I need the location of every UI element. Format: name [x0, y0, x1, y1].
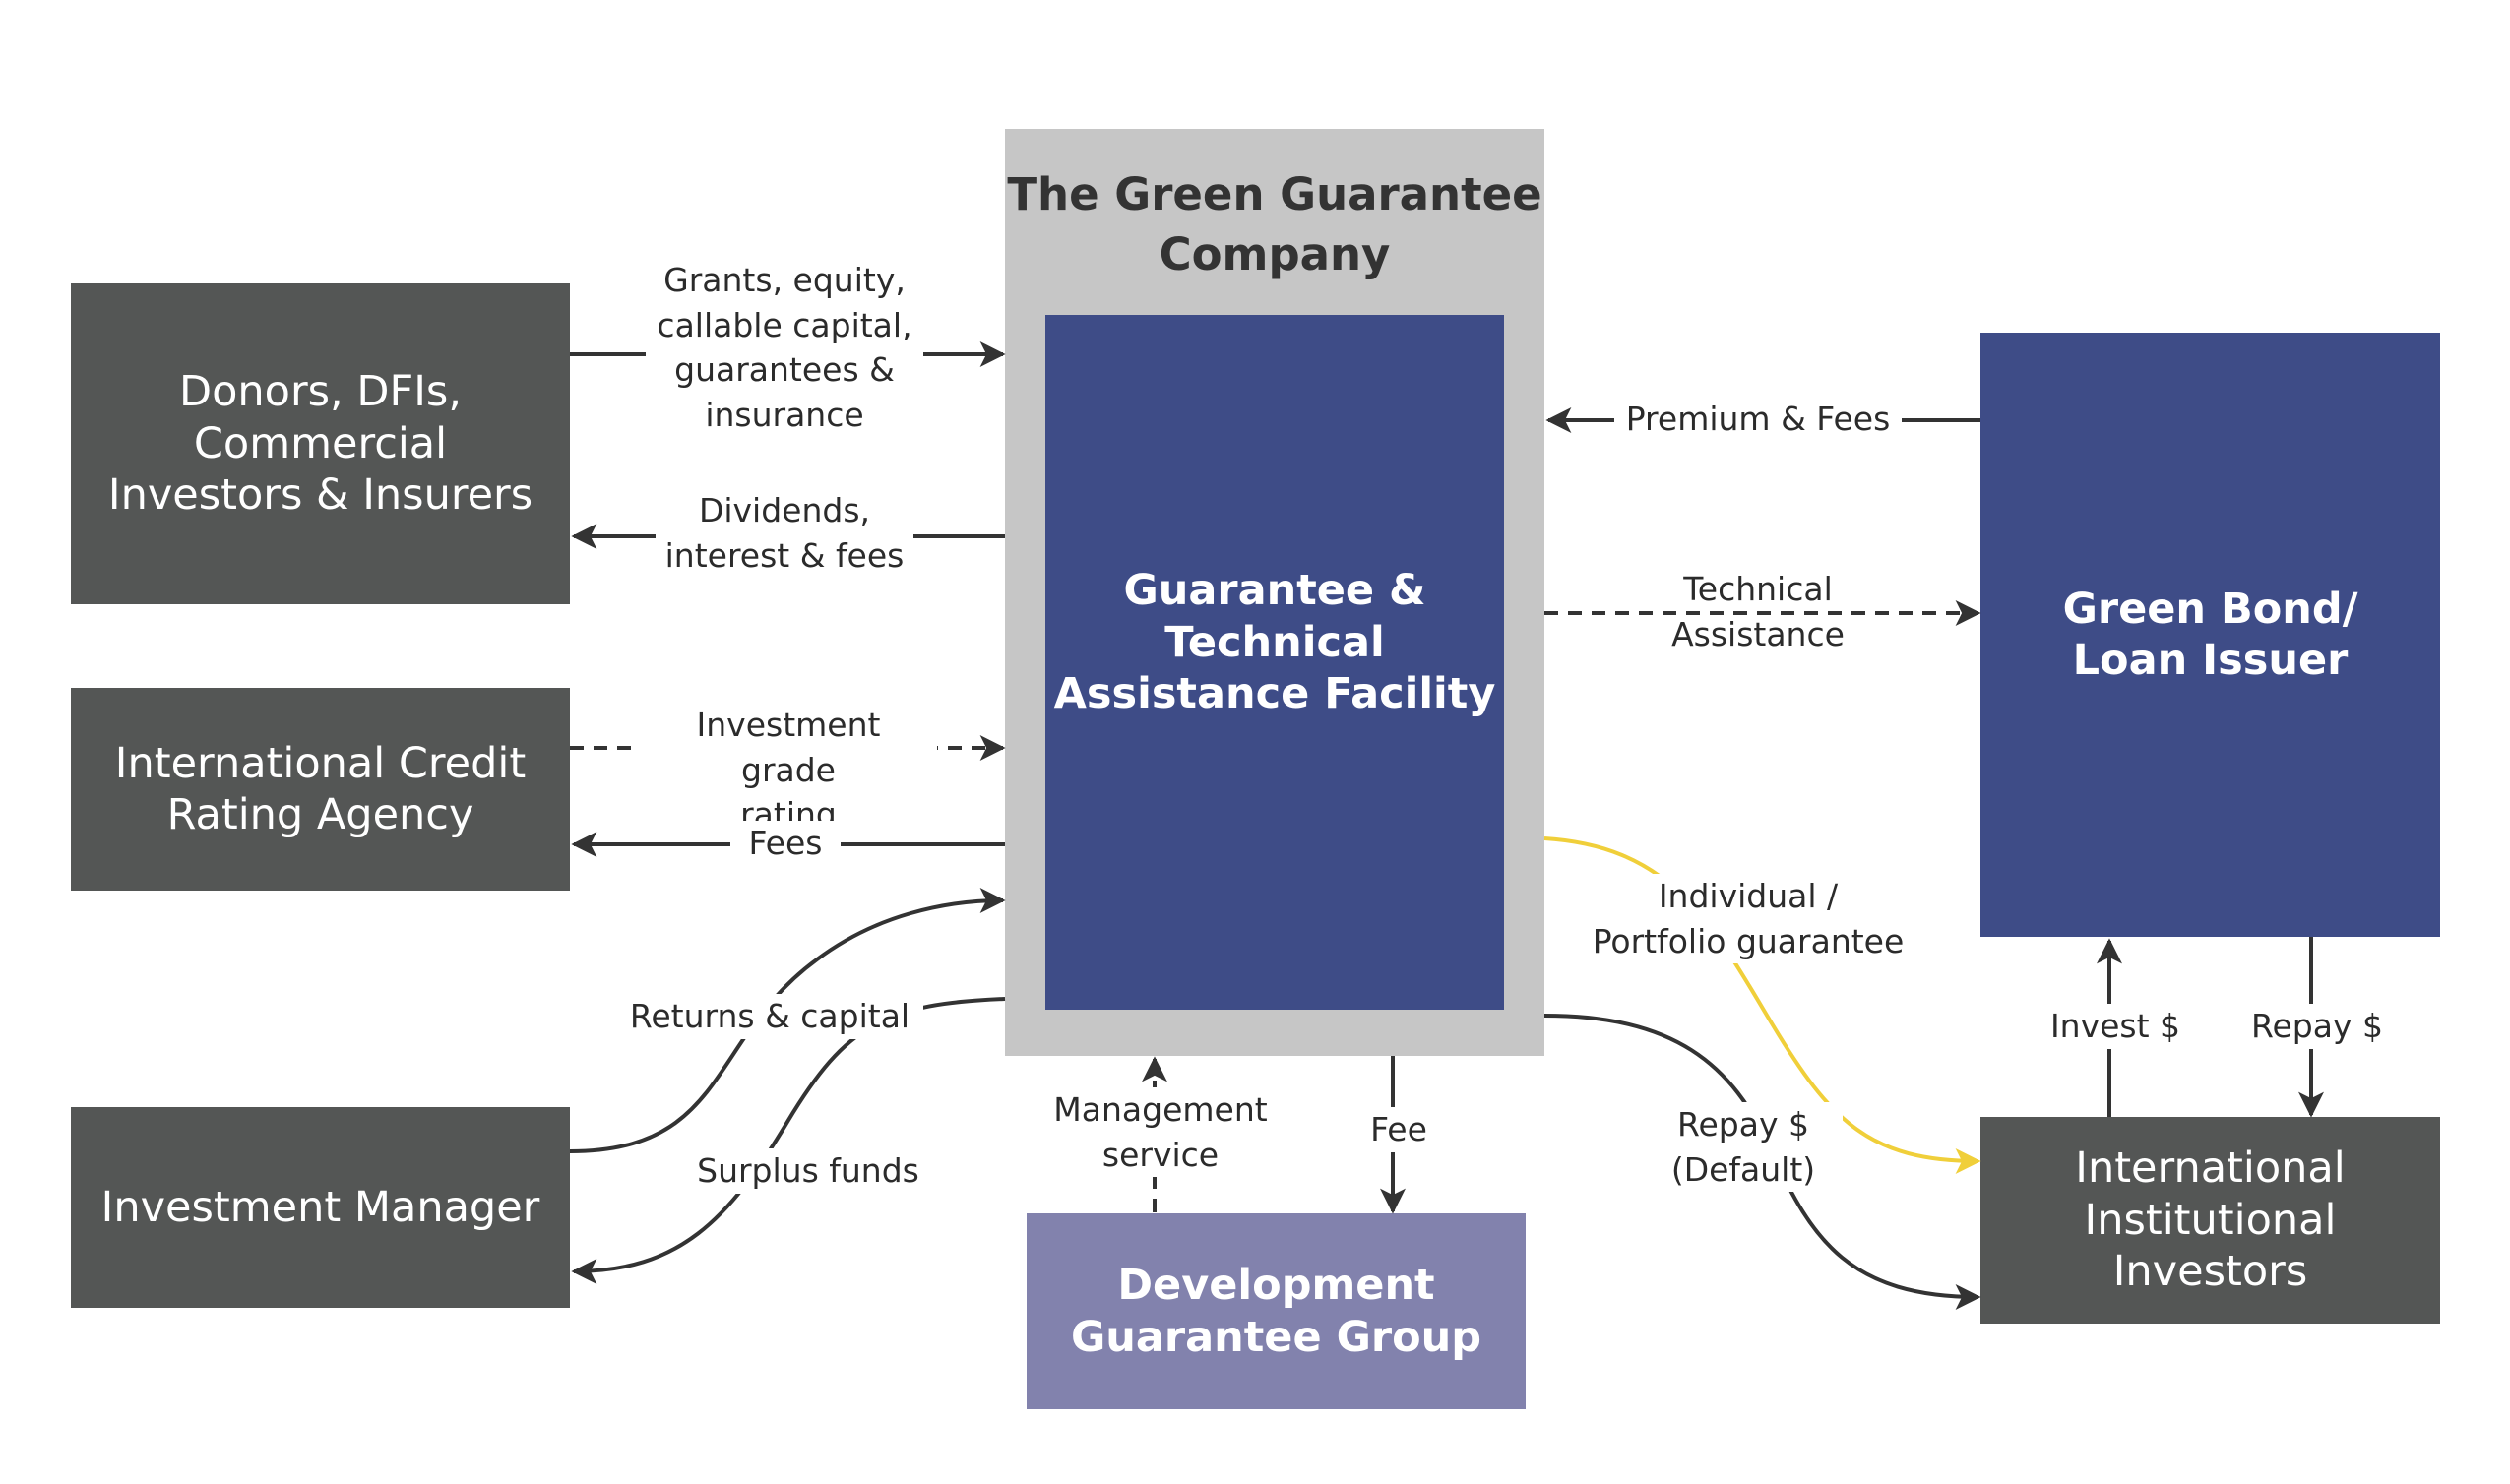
company-title: The Green Guarantee Company — [1007, 168, 1542, 280]
arrow-guarantee — [1543, 836, 1981, 1174]
label-guarantee: Individual / Portfolio guarantee — [1575, 874, 1921, 964]
label-premium: Premium & Fees — [1614, 397, 1902, 442]
label-invest: Invest $ — [2036, 1004, 2195, 1049]
arrow-returns — [569, 888, 1006, 1153]
label-management: Management service — [1036, 1087, 1285, 1178]
label-fees: Fees — [730, 821, 841, 866]
label-fee: Fee — [1353, 1107, 1444, 1152]
label-surplus: Surplus funds — [679, 1148, 937, 1194]
rating-agency-box: International Credit Rating Agency — [71, 688, 570, 891]
green-bond-issuer-box: Green Bond/ Loan Issuer — [1980, 333, 2440, 937]
donors-box: Donors, DFIs, Commercial Investors & Ins… — [71, 283, 570, 604]
label-dividends: Dividends, interest & fees — [656, 488, 913, 579]
label-repay-default: Repay $ (Default) — [1644, 1102, 1843, 1193]
arrow-surplus — [571, 997, 1006, 1284]
label-grants: Grants, equity, callable capital, guaran… — [646, 258, 923, 438]
label-repay: Repay $ — [2237, 1004, 2397, 1049]
guarantee-facility-box: Guarantee & Technical Assistance Facilit… — [1045, 315, 1504, 1010]
development-guarantee-group-box: Development Guarantee Group — [1027, 1213, 1526, 1409]
label-technical: Technical Assistance — [1671, 570, 1845, 653]
label-rating: Investment grade rating — [640, 703, 937, 837]
investment-manager-box: Investment Manager — [71, 1107, 570, 1308]
institutional-investors-box: International Institutional Investors — [1980, 1117, 2440, 1324]
label-returns: Returns & capital — [616, 994, 923, 1039]
